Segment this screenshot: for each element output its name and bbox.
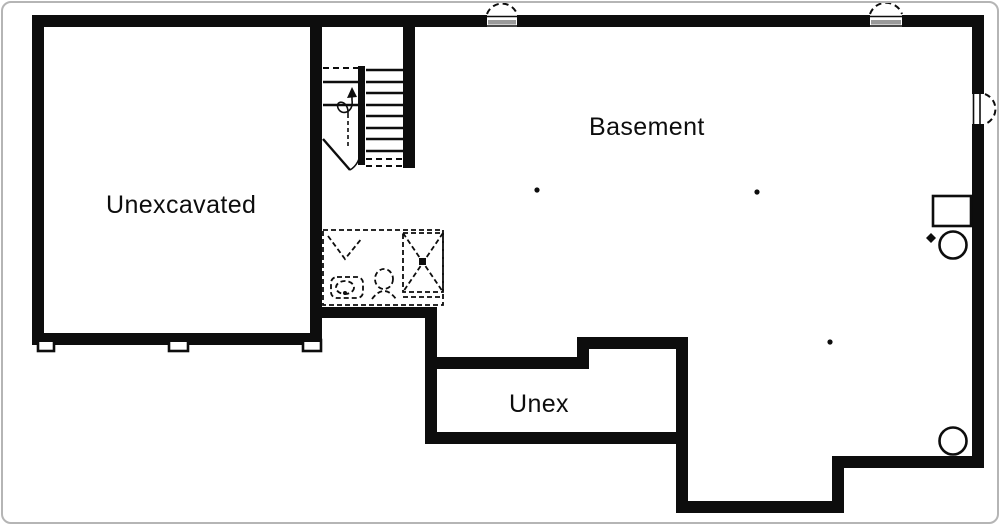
footing-tabs: [32, 333, 323, 353]
wall-unex-north-a: [437, 357, 589, 369]
windows: [486, 1, 997, 125]
shower-drain-dot: [419, 258, 426, 265]
wall-bump-east: [832, 456, 844, 513]
room-label-basement: Basement: [589, 113, 705, 141]
equipment-square-icon: [931, 194, 973, 228]
support-column-dot: [754, 189, 760, 195]
window-well-icon: [486, 2, 518, 15]
wall-unexcavated-south-cover: [32, 333, 322, 342]
staircase: [323, 67, 403, 167]
bath-outline: [322, 229, 444, 306]
wall-unexcavated-east: [310, 15, 322, 345]
wall-bath-south: [310, 307, 437, 318]
window-sill-band: [871, 20, 901, 25]
door-swing-icon: [349, 148, 362, 171]
wall-unex-south: [425, 432, 688, 444]
door: [322, 138, 362, 171]
toilet-outline: [330, 276, 364, 299]
door-leaf: [322, 138, 351, 171]
wall-stair-stringer: [358, 66, 365, 165]
wall-unex-north-b: [589, 337, 688, 349]
room-label-unex: Unex: [509, 390, 569, 418]
room-label-unexcavated: Unexcavated: [106, 191, 257, 219]
sump-pump-icon: [938, 426, 968, 456]
shower-box: [402, 232, 444, 293]
support-column-dot: [534, 187, 540, 193]
lavatory-bowl: [374, 268, 394, 290]
window-well-icon: [984, 93, 997, 125]
water-heater-icon: [938, 230, 968, 260]
stair-direction-curl: [336, 96, 353, 115]
window-well-icon: [869, 1, 903, 15]
equipment: [534, 187, 973, 456]
wall-unex-west: [425, 307, 437, 444]
bath-vee-mark: [327, 235, 363, 261]
floor-drain-icon: [926, 233, 936, 243]
stair-direction-arrowhead: [347, 87, 357, 98]
wall-west: [32, 15, 44, 345]
window-sill-band: [488, 20, 516, 25]
wall-bump-south: [676, 501, 844, 513]
wall-south-east: [832, 456, 984, 468]
walls: [32, 15, 984, 513]
lavatory-pedestal: [371, 290, 397, 300]
toilet-dot: [343, 291, 347, 295]
future-bath-rough-in: [322, 229, 444, 306]
wall-unex-north-step: [577, 337, 589, 369]
wall-bump-west: [676, 337, 688, 513]
basement-window-icon: [972, 94, 984, 124]
wall-stair-east: [403, 27, 415, 168]
support-column-dot: [827, 339, 833, 345]
wall-east: [972, 15, 984, 468]
